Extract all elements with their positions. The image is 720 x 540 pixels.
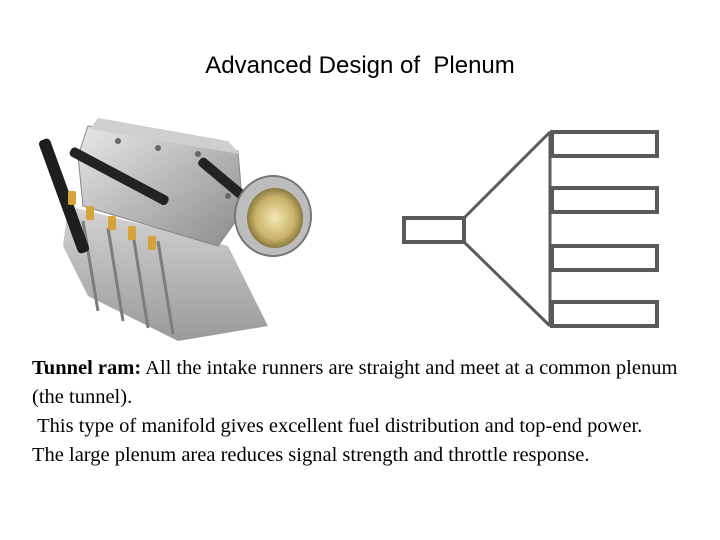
plenum-inlet-box <box>404 218 464 242</box>
runner-box-2 <box>552 188 657 212</box>
body-paragraph-2: This type of manifold gives excellent fu… <box>32 412 704 441</box>
tunnel-ram-manifold-image <box>28 96 328 346</box>
lower-branch-line <box>464 242 550 326</box>
body-paragraph-3: The large plenum area reduces signal str… <box>32 441 704 470</box>
plenum-runner-diagram <box>392 118 667 340</box>
slide-body: Tunnel ram: All the intake runners are s… <box>32 354 704 470</box>
body-paragraph-1: Tunnel ram: All the intake runners are s… <box>32 354 704 412</box>
runner-box-1 <box>552 132 657 156</box>
upper-branch-line <box>464 132 550 218</box>
slide-title: Advanced Design of Plenum <box>0 52 720 80</box>
runner-box-4 <box>552 302 657 326</box>
runner-box-3 <box>552 246 657 270</box>
term-label: Tunnel ram: <box>32 357 141 379</box>
